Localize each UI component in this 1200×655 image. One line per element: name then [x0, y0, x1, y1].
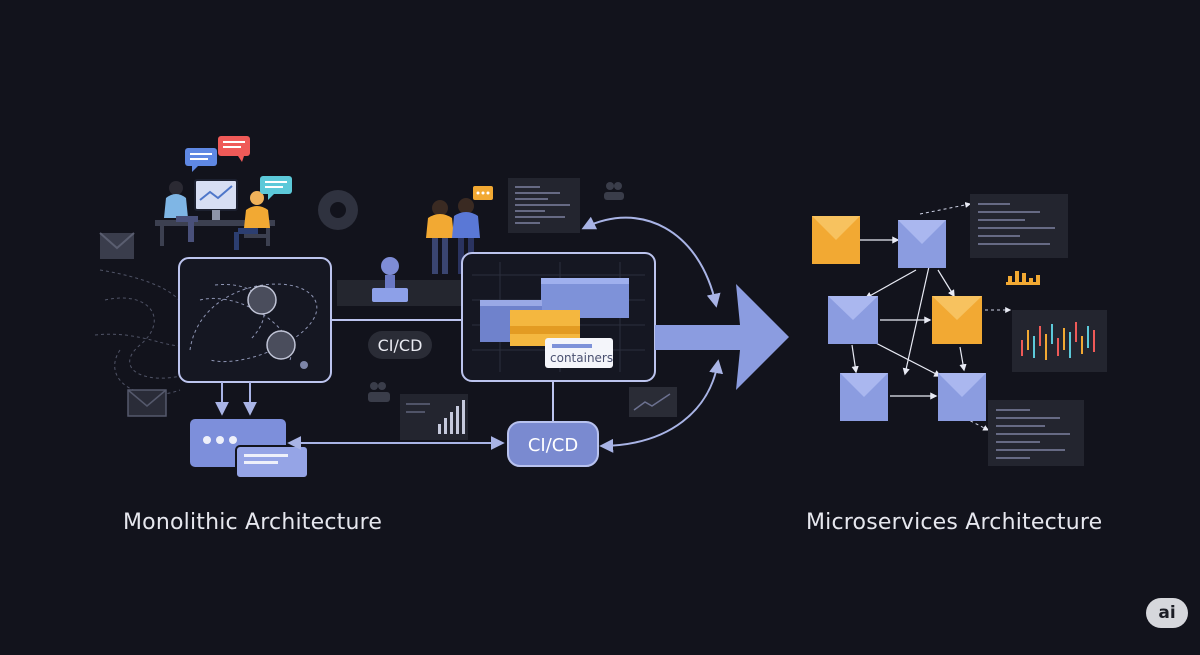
code-window-icon — [970, 194, 1068, 258]
robot-icon — [372, 257, 408, 302]
cicd-bottom-label: CI/CD — [528, 435, 578, 456]
service-node — [938, 373, 986, 421]
ai-badge: ai — [1146, 598, 1188, 628]
monolithic-architecture-title: Monolithic Architecture — [123, 510, 383, 535]
chat-bubble-icon — [218, 136, 250, 162]
monolith-box — [178, 257, 332, 383]
mail-icon — [99, 232, 135, 259]
bar-chart-icon — [1006, 271, 1040, 285]
chat-bubble-icon — [260, 176, 292, 200]
trend-chart-icon — [629, 387, 677, 417]
gear-icon — [318, 190, 358, 230]
service-node — [812, 216, 860, 264]
bar-chart-icon — [400, 394, 468, 440]
handshake-people-icon — [426, 186, 493, 274]
mail-icon — [127, 389, 167, 417]
containers-label: containers — [550, 351, 613, 365]
transition-arrow — [655, 284, 789, 390]
people-icon — [604, 182, 624, 200]
people-icon — [368, 382, 390, 402]
service-node — [840, 373, 888, 421]
curved-arrow — [599, 359, 724, 453]
cicd-top-label: CI/CD — [378, 336, 423, 355]
service-node — [898, 220, 946, 268]
curved-arrow — [581, 216, 721, 308]
containers-tag-bar — [552, 344, 592, 348]
cicd-bottom-box — [507, 421, 599, 467]
microservices-architecture-title: Microservices Architecture — [806, 510, 1103, 535]
service-node — [932, 296, 982, 344]
chat-bubble-icon — [185, 148, 217, 172]
candlestick-chart-icon — [1012, 310, 1107, 372]
service-node — [828, 296, 878, 344]
cicd-top-pill — [368, 331, 432, 359]
app-window — [235, 445, 309, 479]
code-window-icon — [988, 400, 1084, 466]
people-at-computer-icon — [155, 179, 275, 250]
code-window-icon — [508, 178, 580, 233]
